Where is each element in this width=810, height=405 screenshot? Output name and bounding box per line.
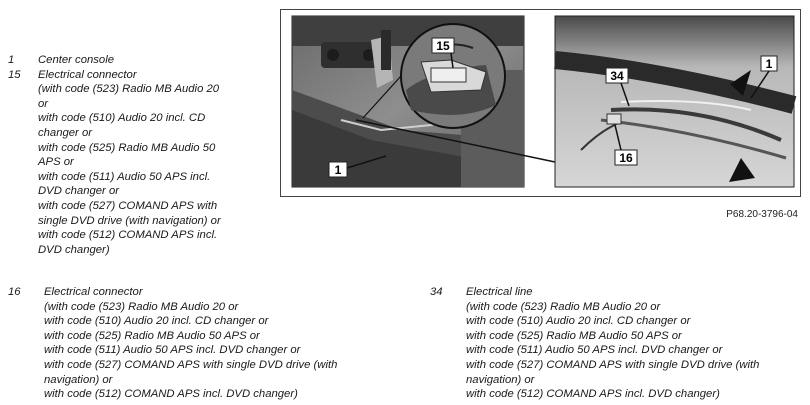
legend-line: with code (511) Audio 50 APS incl. DVD c… xyxy=(44,344,301,357)
legend-line: (with code (523) Radio MB Audio 20 or xyxy=(466,300,661,313)
legend-line: Electrical connector xyxy=(44,286,143,298)
legend-34: 34 Electrical line (with code (523) Radi… xyxy=(430,285,759,402)
left-photo: 1 15 xyxy=(291,15,556,188)
legend-line: navigation) or xyxy=(44,373,113,386)
legend-line: with code (525) Radio MB Audio 50 APS or xyxy=(44,329,260,342)
legend-number: 34 xyxy=(430,286,443,298)
legend-line: changer or xyxy=(38,126,93,139)
callout-15: 15 xyxy=(436,39,450,53)
legend-line: with code (527) COMAND APS with single D… xyxy=(44,358,338,371)
legend-line: with code (512) COMAND APS incl. DVD cha… xyxy=(44,388,298,401)
legend-line: with code (512) COMAND APS incl. xyxy=(38,229,218,242)
legend-item-15: 15 Electrical connector (with code (523)… xyxy=(8,68,221,258)
legend-line: single DVD drive (with navigation) or xyxy=(38,214,221,227)
legend-line: with code (510) Audio 20 incl. CD change… xyxy=(44,315,269,328)
figure-photos: 1 15 34 xyxy=(291,15,797,188)
callout-1-right: 1 xyxy=(766,57,773,71)
legend-line: Electrical connector xyxy=(38,68,137,81)
legend-line: Electrical line xyxy=(466,286,533,298)
legend-line: with code (525) Radio MB Audio 50 APS or xyxy=(466,329,682,342)
legend-line: with code (510) Audio 20 incl. CD xyxy=(38,112,206,125)
legend-number: 16 xyxy=(8,286,21,298)
legend-line: with code (511) Audio 50 APS incl. DVD c… xyxy=(466,344,723,357)
figure-reference: P68.20-3796-04 xyxy=(726,209,798,220)
legend-line: with code (527) COMAND APS with xyxy=(38,199,218,212)
legend-line: with code (512) COMAND APS incl. DVD cha… xyxy=(466,388,720,401)
legend-number: 15 xyxy=(8,68,21,81)
callout-16: 16 xyxy=(619,151,633,165)
legend-item-1: 1 Center console xyxy=(8,53,221,68)
legend-line: with code (527) COMAND APS with single D… xyxy=(466,358,760,371)
legend-line: (with code (523) Radio MB Audio 20 xyxy=(38,83,220,96)
figure-frame: 1 15 34 xyxy=(280,9,801,197)
right-photo: 34 1 16 xyxy=(554,15,797,188)
legend-line: Center console xyxy=(38,54,114,66)
legend-line: DVD changer) xyxy=(38,243,110,256)
legend-line: navigation) or xyxy=(466,373,535,386)
legend-line: with code (525) Radio MB Audio 50 xyxy=(38,141,216,154)
legend-line: with code (511) Audio 50 APS incl. xyxy=(38,170,211,183)
legend-line: or xyxy=(38,97,49,110)
legend-line: (with code (523) Radio MB Audio 20 or xyxy=(44,300,239,313)
callout-34: 34 xyxy=(610,69,624,83)
legend-line: DVD changer or xyxy=(38,185,119,198)
legend-line: APS or xyxy=(38,156,74,169)
legend-number: 1 xyxy=(8,54,15,66)
legend-16: 16 Electrical connector (with code (523)… xyxy=(8,285,337,402)
legend-line: with code (510) Audio 20 incl. CD change… xyxy=(466,315,691,328)
legend-top: 1 Center console 15 Electrical connector… xyxy=(8,53,221,257)
callout-1-left: 1 xyxy=(335,163,342,177)
